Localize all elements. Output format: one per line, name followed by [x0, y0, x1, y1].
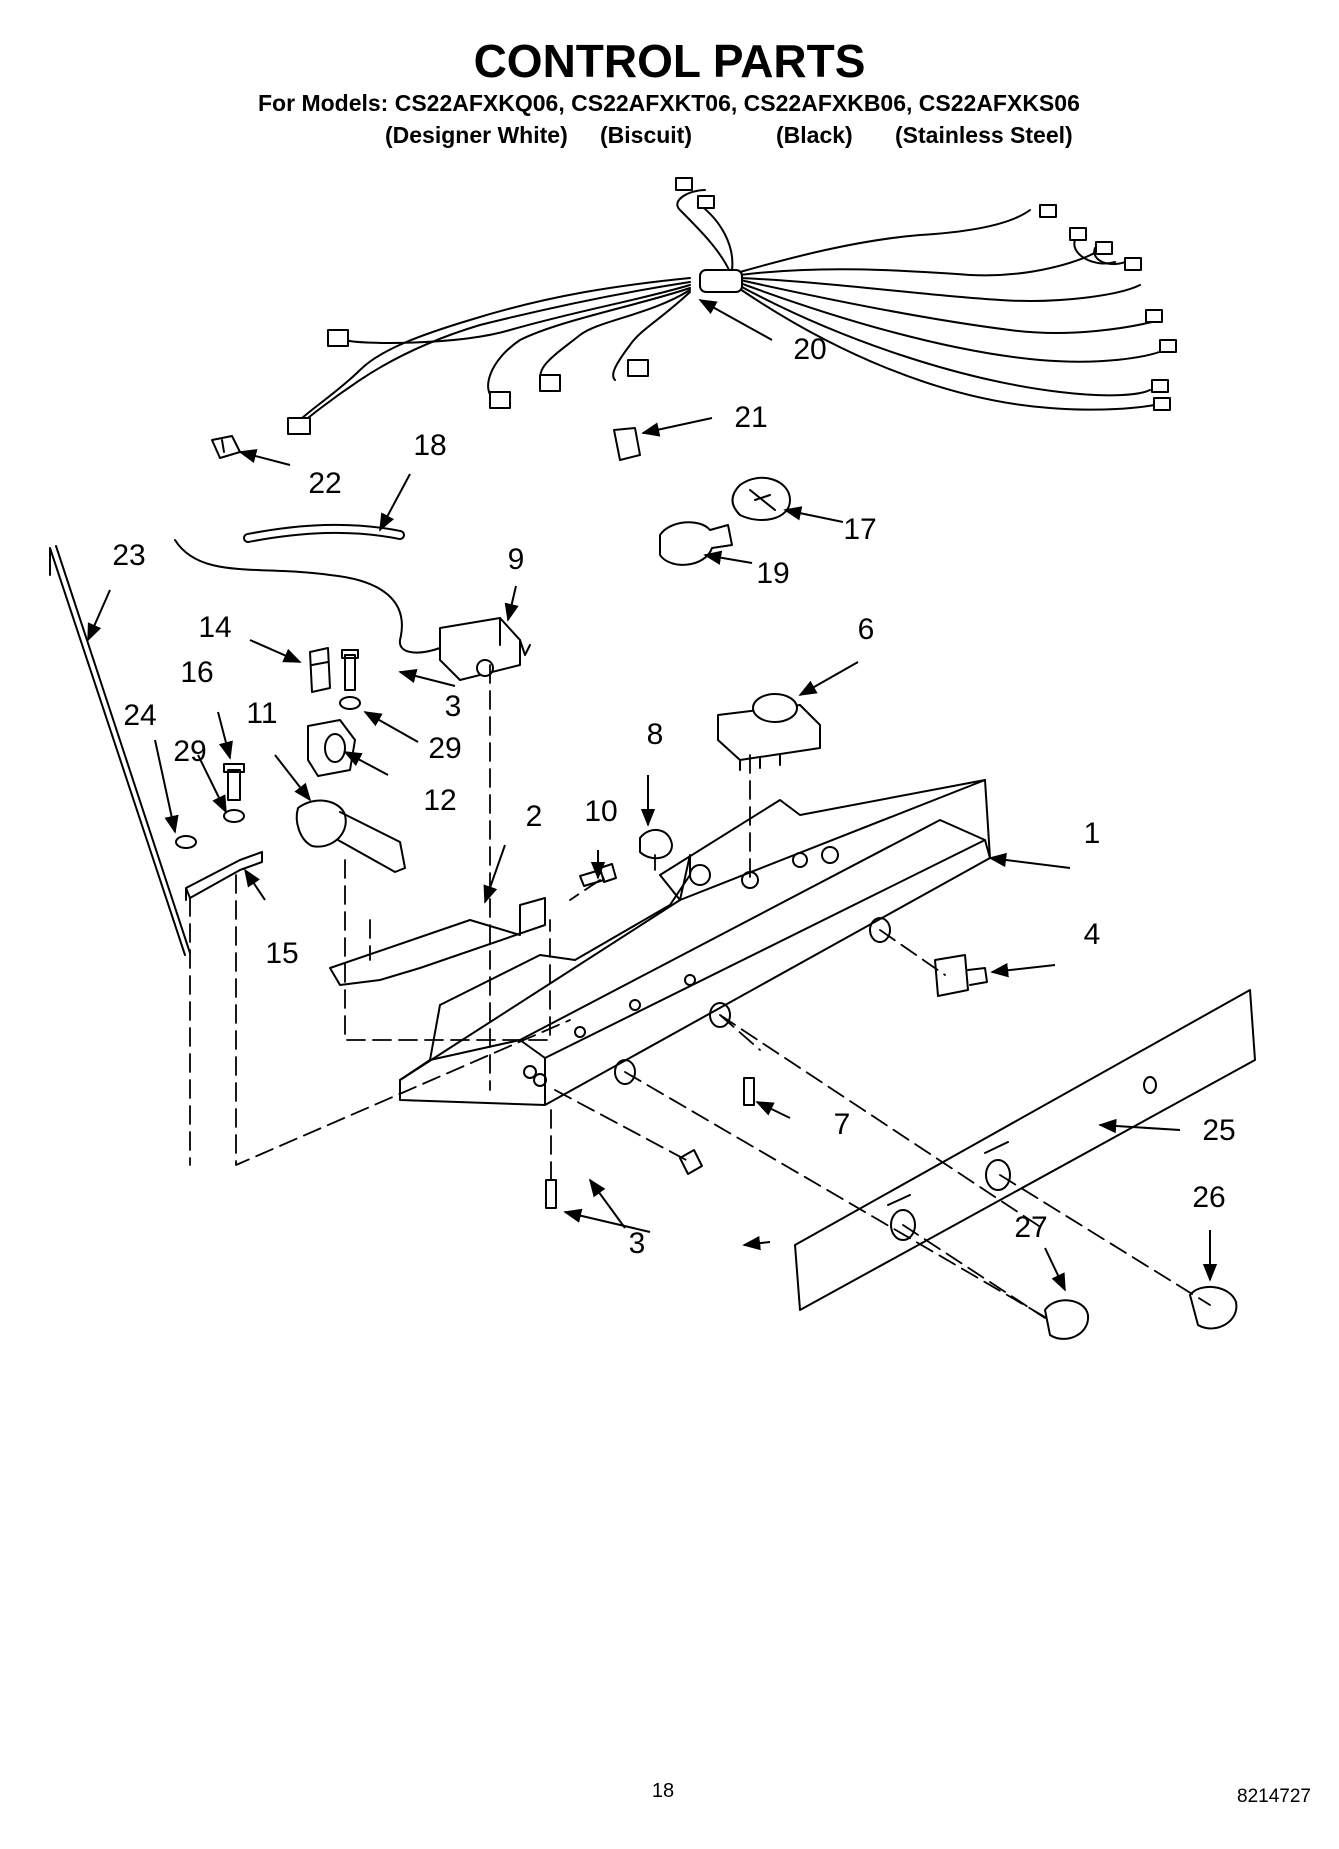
- bracket-12: [307, 719, 356, 777]
- models-line: For Models: CS22AFXKQ06, CS22AFXKT06, CS…: [258, 90, 1080, 116]
- lever-15: [185, 851, 263, 901]
- rod-23: [49, 545, 191, 956]
- variant-biscuit: (Biscuit): [600, 122, 692, 148]
- callout-label: 1: [1083, 817, 1101, 850]
- knob-11: [295, 799, 406, 873]
- washer-29-upper: [339, 696, 361, 710]
- callout-label: 17: [843, 513, 877, 546]
- callout-label: 8: [646, 718, 664, 751]
- timer-6: [717, 693, 821, 771]
- callout-label: 10: [584, 795, 618, 828]
- diagram-title: CONTROL PARTS: [473, 35, 866, 87]
- callout-label: 3: [444, 690, 462, 723]
- callout-label: 24: [123, 699, 157, 732]
- capillary-wire: [174, 539, 441, 654]
- screw-3-lower-a: [545, 1179, 557, 1209]
- panel-25: [794, 989, 1256, 1311]
- callout-label: 11: [246, 697, 278, 730]
- bracket-2: [329, 897, 546, 986]
- document-number: 8214727: [1237, 1786, 1311, 1807]
- clip-22: [211, 435, 241, 459]
- callout-label: 14: [198, 611, 232, 644]
- callout-label: 2: [525, 800, 543, 833]
- knob-27: [1044, 1299, 1090, 1340]
- callout-label: 4: [1083, 918, 1101, 951]
- callout-label: 18: [413, 429, 447, 462]
- callout-label: 7: [833, 1108, 851, 1141]
- callout-label: 15: [265, 937, 299, 970]
- variant-black: (Black): [776, 122, 853, 148]
- thermostat-9: [439, 617, 531, 681]
- washer-24: [175, 835, 197, 849]
- callout-label: 19: [756, 557, 790, 590]
- callout-label: 29: [173, 735, 207, 768]
- callout-label: 27: [1014, 1211, 1048, 1244]
- housing-1: [399, 779, 991, 1106]
- grommet-8: [639, 829, 673, 860]
- screw-3-upper: [341, 649, 359, 691]
- screw-16: [223, 763, 245, 801]
- callout-label: 20: [793, 333, 827, 366]
- screw-3-lower-b: [679, 1149, 703, 1175]
- variant-designer-white: (Designer White): [385, 122, 568, 148]
- bracket-14: [309, 647, 331, 693]
- knob-26: [1189, 1285, 1238, 1330]
- callout-label: 12: [423, 784, 457, 817]
- callout-label: 26: [1192, 1181, 1226, 1214]
- callout-label: 3: [628, 1227, 646, 1260]
- washer-29-lower: [223, 809, 245, 823]
- wire-harness: [287, 177, 1177, 435]
- socket-17: [731, 476, 791, 521]
- bulb-19: [659, 521, 733, 566]
- clip-21: [613, 427, 641, 461]
- callout-label: 29: [428, 732, 462, 765]
- switch-4: [934, 954, 988, 997]
- callout-label: 23: [112, 539, 146, 572]
- callout-label: 16: [180, 656, 214, 689]
- callout-label: 6: [857, 613, 875, 646]
- callout-label: 9: [507, 543, 525, 576]
- screw-7: [743, 1077, 755, 1106]
- callout-label: 25: [1202, 1114, 1236, 1147]
- variant-stainless-steel: (Stainless Steel): [895, 122, 1073, 148]
- callout-label: 21: [734, 401, 768, 434]
- callout-label: 22: [308, 467, 342, 500]
- page-number: 18: [651, 1780, 675, 1802]
